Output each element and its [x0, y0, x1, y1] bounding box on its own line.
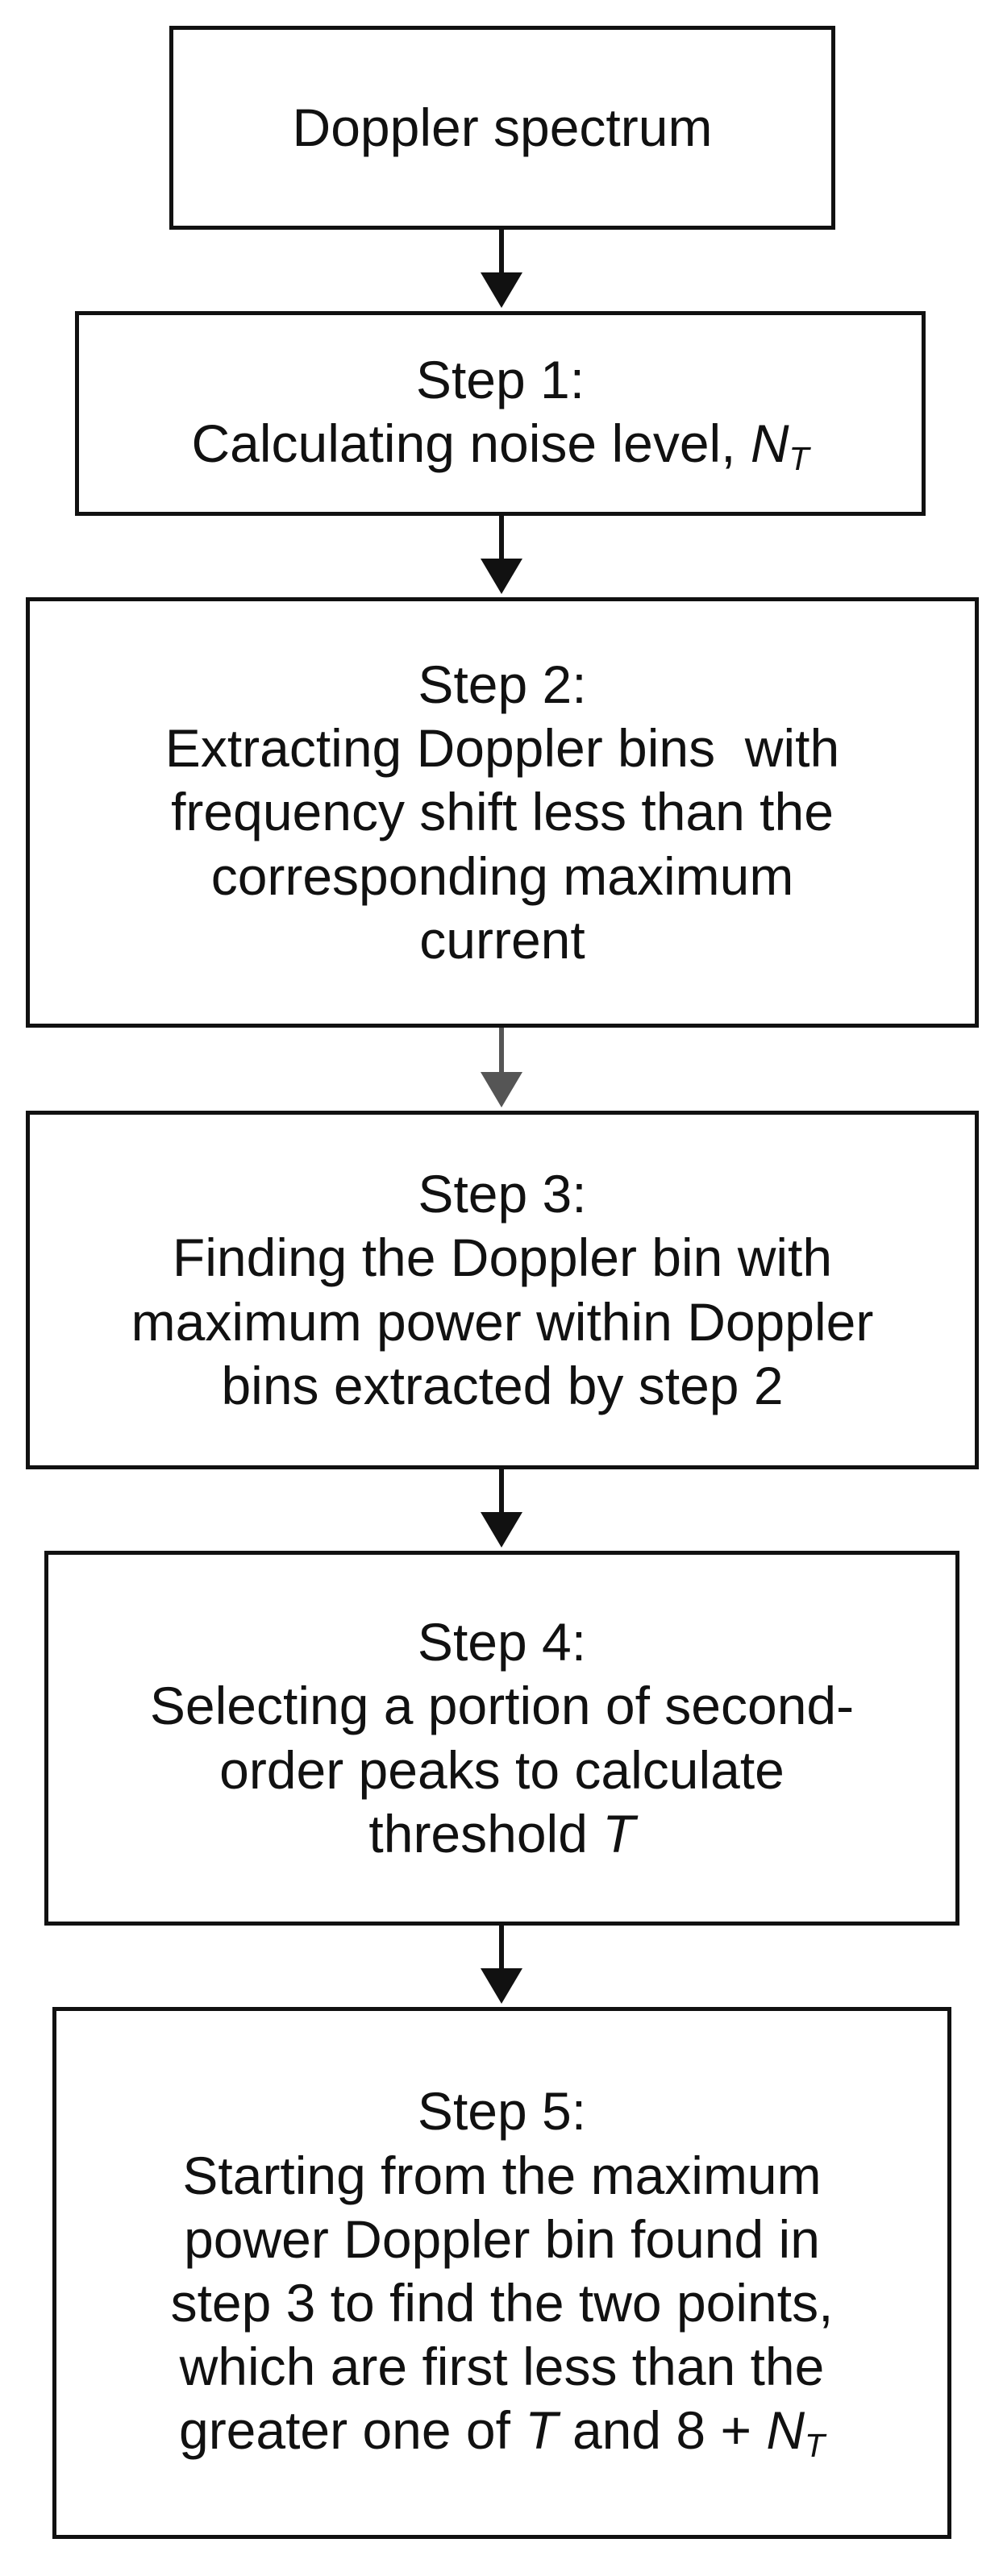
step-5-line-5: greater one of T and 8 + NT	[178, 2400, 825, 2465]
step-4-line-1: Selecting a portion of second-	[149, 1676, 855, 1736]
step-3-title: Step 3:	[418, 1164, 587, 1224]
box-step-3: Step 3: Finding the Doppler bin with max…	[26, 1111, 979, 1469]
arrow-2-3	[481, 1028, 522, 1107]
step-5-line-4: which are first less than the	[179, 2337, 825, 2397]
step-3-line-3: bins extracted by step 2	[221, 1355, 784, 1415]
step-5-line-1: Starting from the maximum	[182, 2145, 822, 2205]
box-step-5: Step 5: Starting from the maximum power …	[52, 2007, 951, 2539]
step-3-line-1: Finding the Doppler bin with	[172, 1228, 833, 1288]
step-4-line-3: threshold T	[368, 1803, 635, 1863]
step-1-title: Step 1:	[415, 349, 585, 409]
step-2-line-2: frequency shift less than the	[171, 782, 834, 842]
step-2-title: Step 2:	[418, 654, 587, 715]
step-5-line-2: power Doppler bin found in	[184, 2208, 820, 2269]
box-doppler-spectrum-text: Doppler spectrum	[292, 97, 713, 157]
step-2-line-4: current	[419, 909, 585, 970]
box-step-1: Step 1: Calculating noise level, NT	[75, 311, 926, 516]
step-2-line-3: corresponding maximum	[210, 846, 794, 906]
arrow-4-5	[481, 1926, 522, 2004]
arrow-0-1	[481, 230, 522, 308]
step-4-title: Step 4:	[417, 1612, 587, 1672]
step-2-line-1: Extracting Doppler bins with	[164, 718, 840, 779]
step-5-title: Step 5:	[417, 2081, 587, 2142]
step-3-line-2: maximum power within Doppler	[131, 1291, 874, 1352]
arrow-3-4	[481, 1469, 522, 1548]
step-5-line-3: step 3 to find the two points,	[170, 2272, 834, 2333]
step-1-text: Calculating noise level, NT	[191, 413, 809, 478]
arrow-1-2	[481, 516, 522, 594]
box-step-4: Step 4: Selecting a portion of second- o…	[44, 1551, 959, 1926]
step-4-line-2: order peaks to calculate	[219, 1739, 785, 1800]
box-step-2: Step 2: Extracting Doppler bins with fre…	[26, 597, 979, 1028]
box-doppler-spectrum: Doppler spectrum	[169, 26, 835, 230]
